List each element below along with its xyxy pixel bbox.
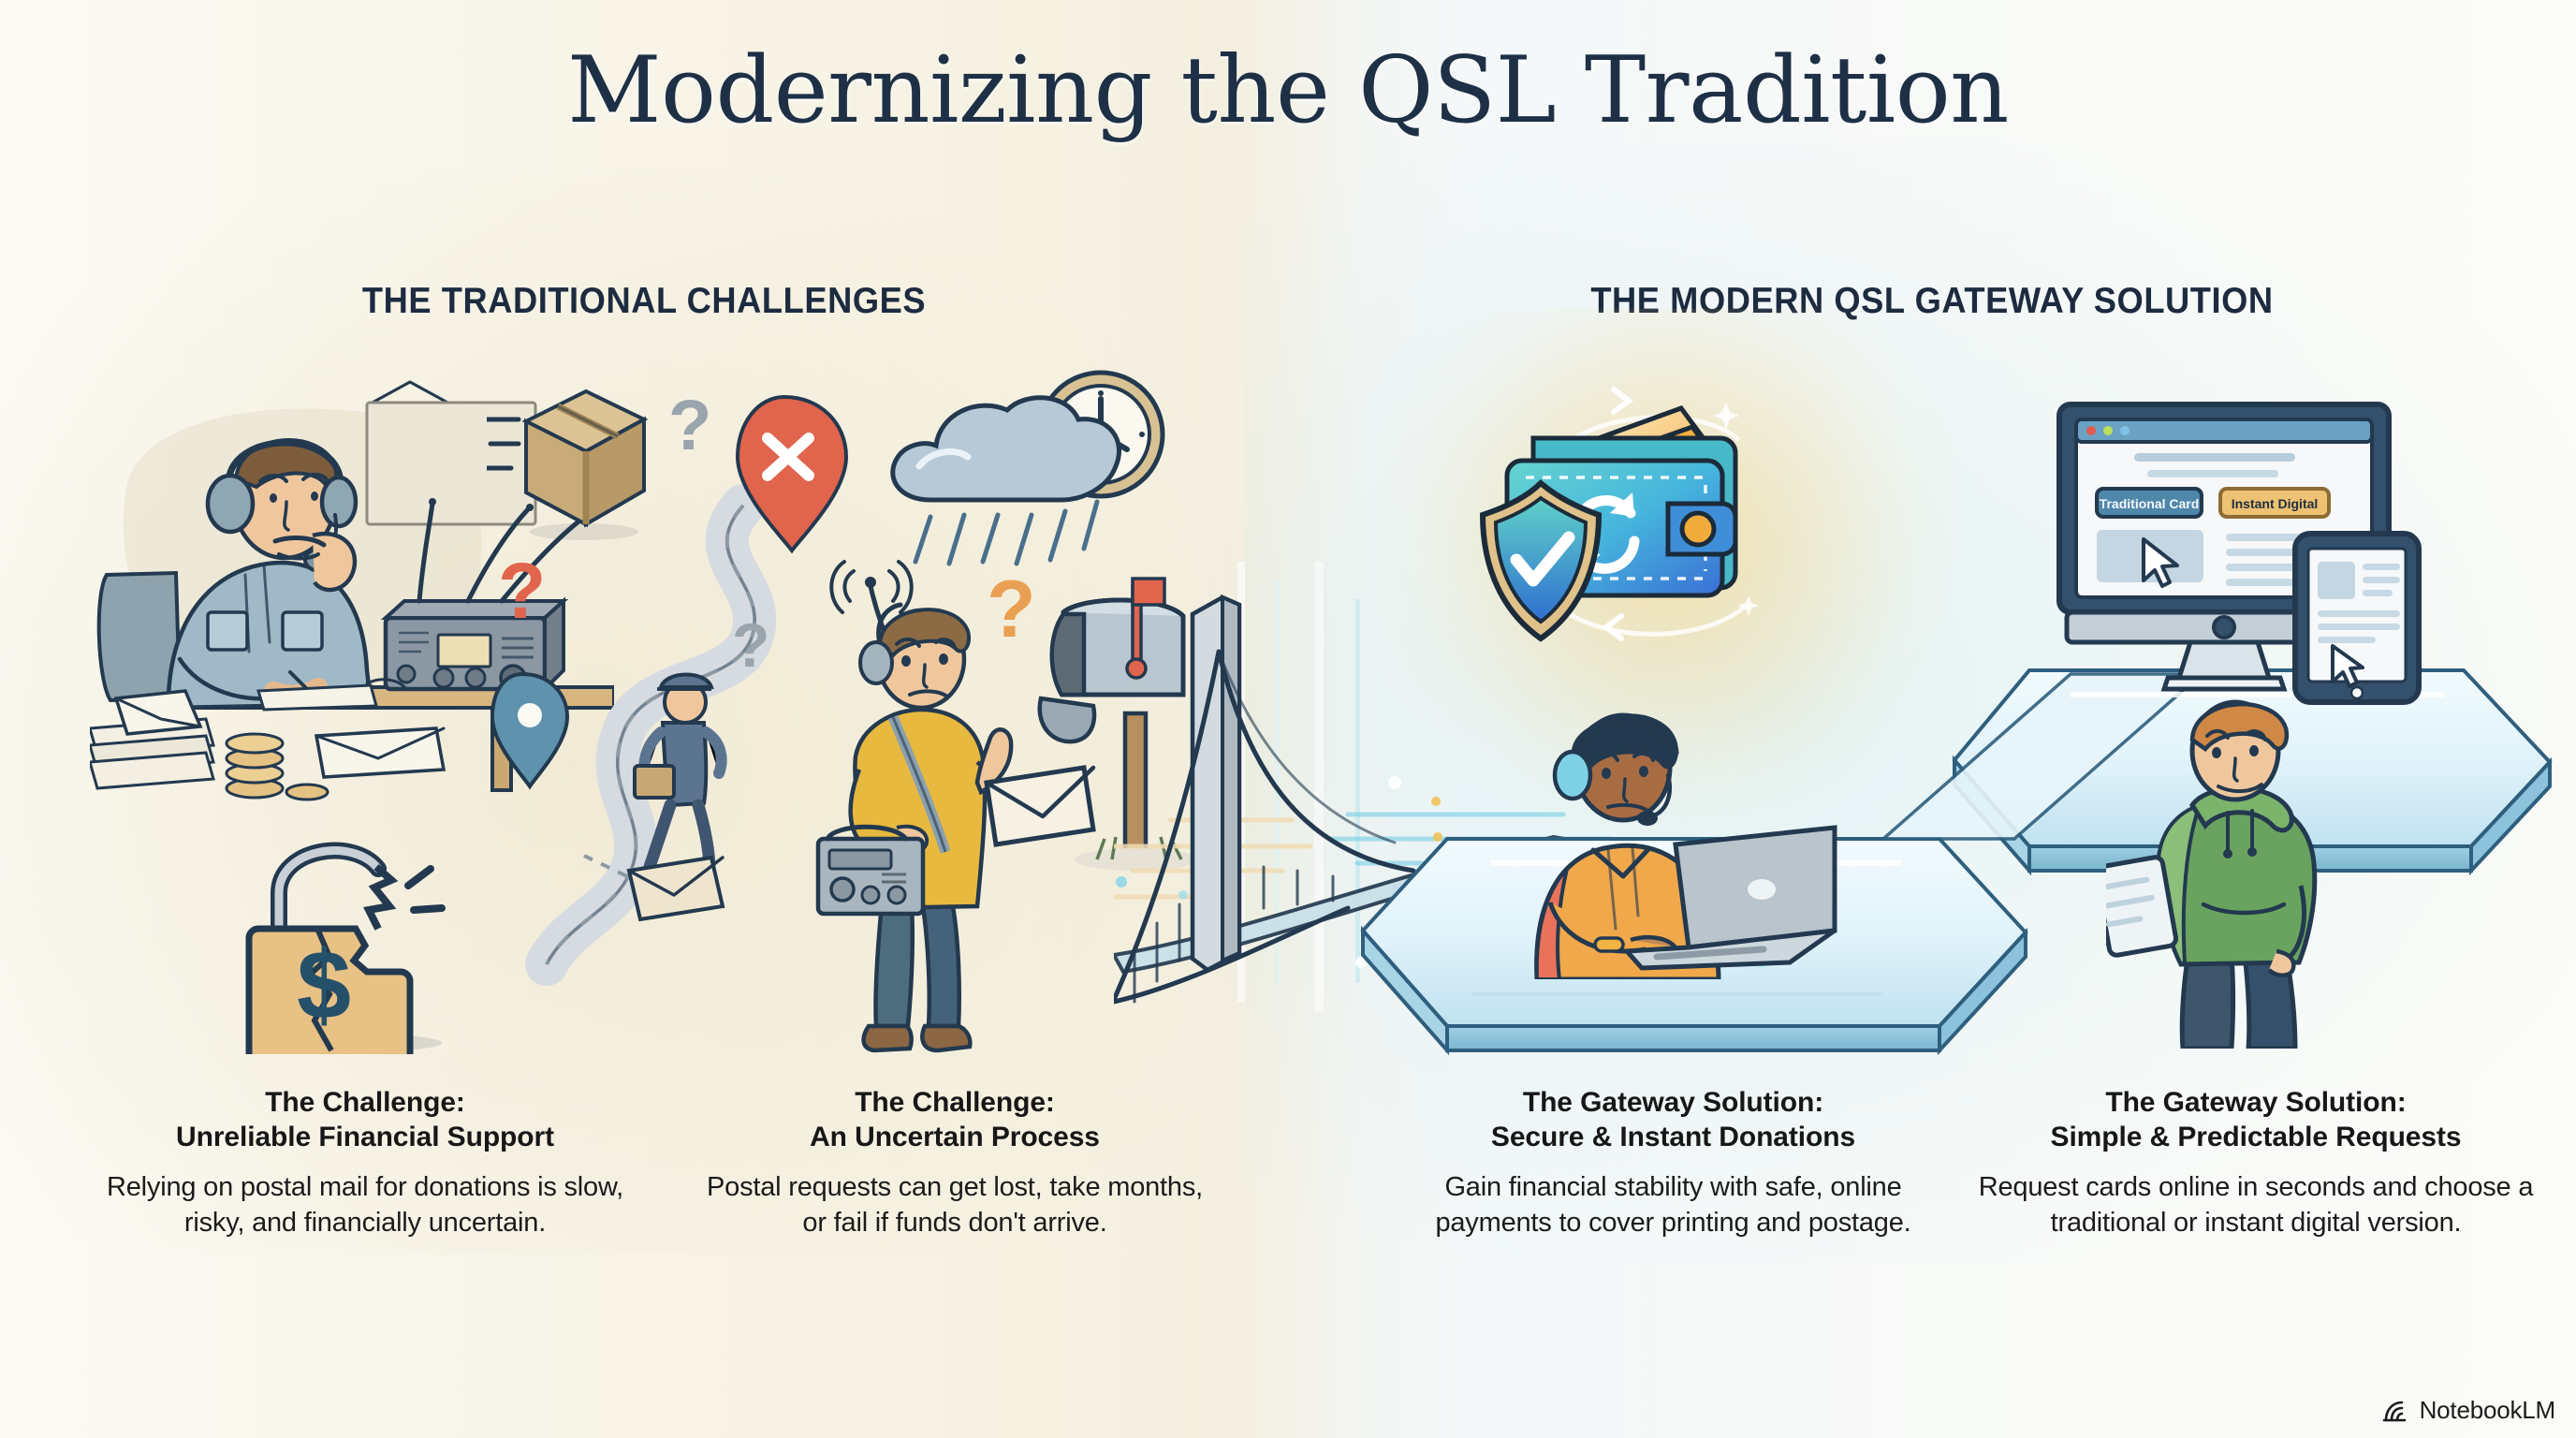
envelope-icon [984, 765, 1096, 847]
illustration-user-with-tablet [2106, 699, 2318, 1049]
caption-body: Gain financial stability with safe, onli… [1435, 1172, 1911, 1239]
cursor-pointer-icon [2142, 537, 2179, 588]
illustration-operator-laptop [1534, 712, 1837, 979]
caption-solution-donations: The Gateway Solution: Secure & Instant D… [1404, 1086, 1942, 1241]
question-mark-icon: ? [668, 386, 711, 465]
question-mark-icon: ? [987, 565, 1036, 654]
radio-waves-icon [829, 560, 914, 614]
question-mark-icon: ? [498, 547, 546, 635]
broken-padlock-dollar-icon: $ [245, 842, 446, 1054]
caption-challenge-process: The Challenge: An Uncertain Process Post… [693, 1086, 1217, 1241]
dollar-glyph: $ [297, 932, 351, 1040]
page-title: Modernizing the QSL Tradition [567, 37, 2009, 144]
caption-body: Request cards online in seconds and choo… [1978, 1172, 2534, 1239]
illustration-unreliable-postal-path: ? ? ? [487, 386, 849, 986]
button-traditional-card[interactable]: Traditional Card [2095, 487, 2203, 519]
notebooklm-logo-icon [2382, 1401, 2406, 1421]
illustration-radio-operator-desk [90, 380, 614, 801]
shield-check-icon [1479, 478, 1603, 642]
secure-wallet-shield-icon [1479, 387, 1759, 642]
caption-title: The Challenge: An Uncertain Process [810, 1087, 1100, 1152]
caption-body: Postal requests can get lost, take month… [707, 1172, 1203, 1239]
section-heading-traditional: THE TRADITIONAL CHALLENGES [361, 281, 927, 321]
illustration-confused-ham-operator-mailbox: ? [815, 560, 1198, 1053]
caption-body: Relying on postal mail for donations is … [107, 1172, 623, 1239]
map-pin-error-icon [735, 394, 849, 554]
caption-challenge-financial: The Challenge: Unreliable Financial Supp… [103, 1086, 627, 1241]
button-traditional-card-label: Traditional Card [2100, 496, 2200, 511]
caption-title: The Gateway Solution: Secure & Instant D… [1490, 1087, 1856, 1152]
caption-title: The Challenge: Unreliable Financial Supp… [176, 1087, 554, 1152]
notebooklm-watermark: NotebookLM [2382, 1396, 2555, 1425]
question-mark-icon: ? [732, 610, 769, 680]
caption-solution-requests: The Gateway Solution: Simple & Predictab… [1975, 1086, 2537, 1241]
button-instant-digital-label: Instant Digital [2232, 496, 2319, 511]
notebooklm-watermark-label: NotebookLM [2419, 1396, 2556, 1424]
rain-cloud-icon [890, 395, 1122, 503]
cursor-pointer-icon [2331, 644, 2364, 688]
portable-radio-icon [815, 824, 926, 917]
section-heading-solution: THE MODERN QSL GATEWAY SOLUTION [1590, 281, 2274, 321]
envelope-icon [626, 855, 725, 922]
map-pin-icon [490, 671, 570, 790]
package-icon [487, 389, 649, 540]
illustration-monitor-tablet-request: Traditional Card Instant Digital [2056, 402, 2422, 705]
caption-title: The Gateway Solution: Simple & Predictab… [2050, 1087, 2462, 1152]
button-instant-digital[interactable]: Instant Digital [2218, 487, 2331, 519]
illustration-delay-cloud-clock [890, 370, 1165, 566]
